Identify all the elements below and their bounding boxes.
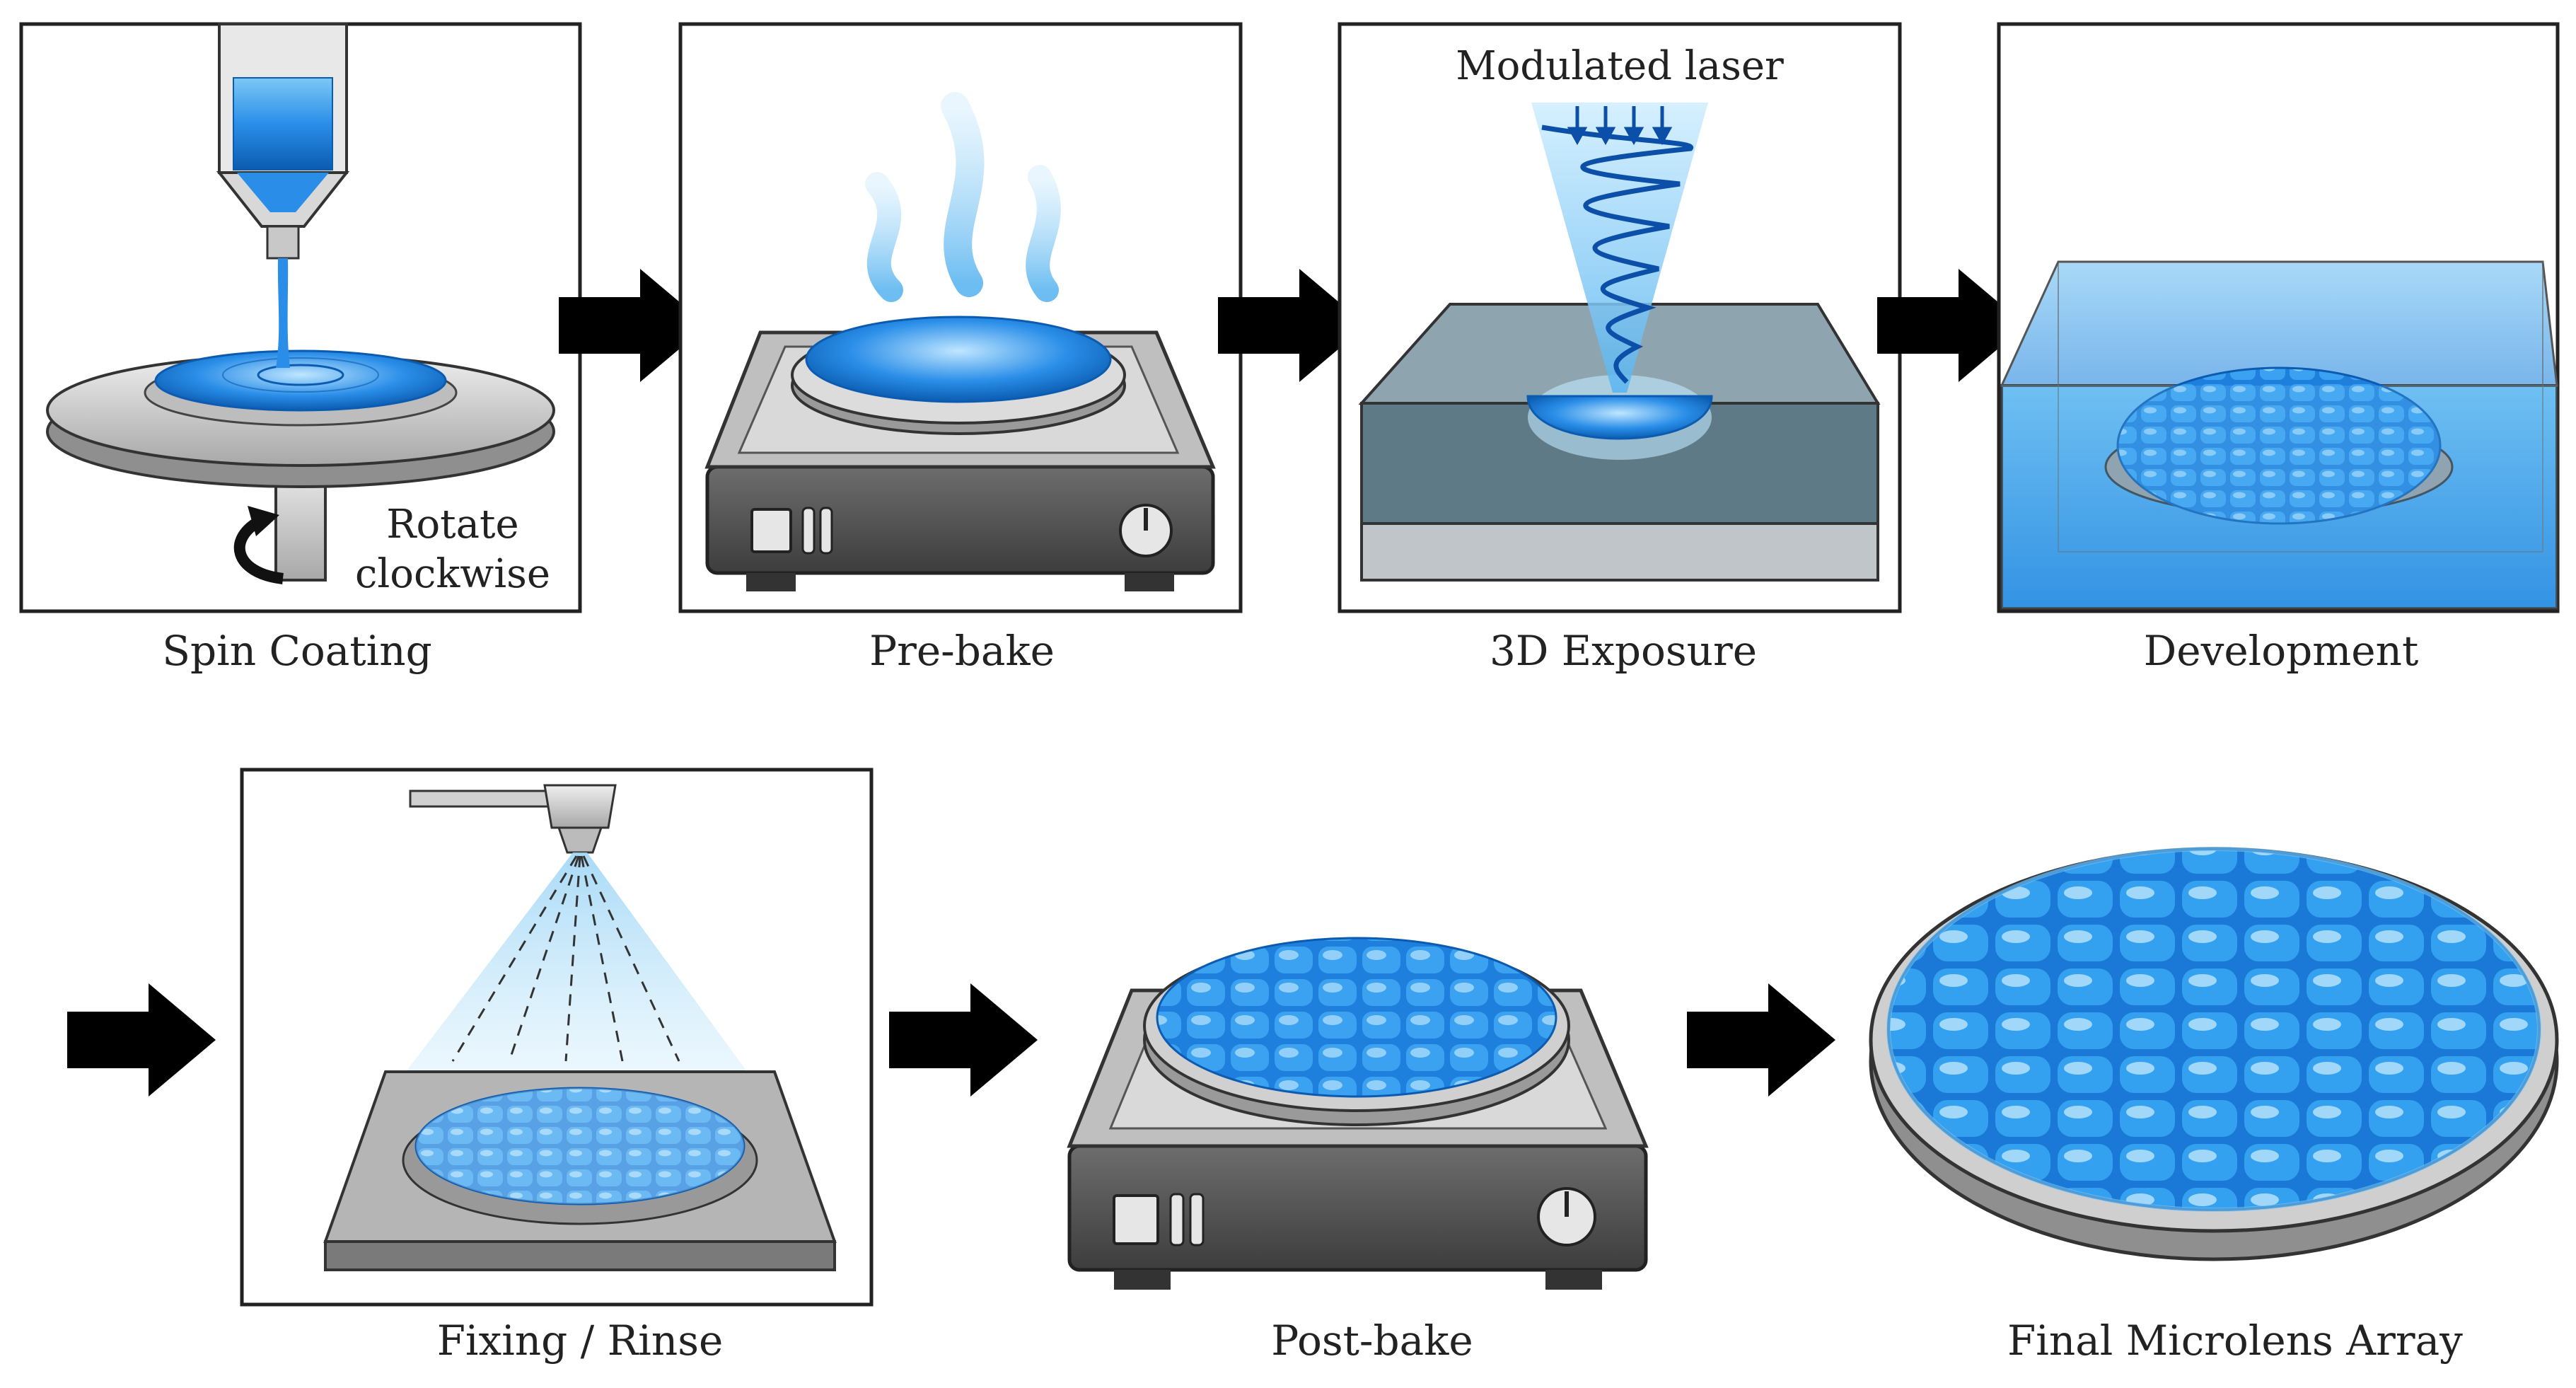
step-spin-coating: Rotate clockwise Spin Coating	[19, 22, 582, 675]
process-arrow-icon	[889, 983, 1038, 1097]
step-development: Development	[1997, 22, 2560, 675]
step-pre-bake: Pre-bake	[678, 22, 1243, 675]
step-post-bake: Post-bake	[1067, 937, 1649, 1365]
microlens-wafer-icon	[2116, 366, 2442, 525]
hotplate-icon	[704, 316, 1216, 591]
process-arrow-icon	[559, 269, 707, 382]
spin-chuck-icon	[46, 349, 555, 488]
annotation-clockwise: clockwise	[355, 551, 550, 597]
process-arrow-icon	[67, 983, 216, 1097]
caption-development: Development	[2144, 627, 2419, 675]
process-arrow-icon	[1218, 269, 1367, 382]
hotplate-icon	[1067, 937, 1649, 1290]
caption-fixing-rinse: Fixing / Rinse	[437, 1317, 724, 1365]
process-arrow-icon	[1687, 983, 1835, 1097]
resist-layer	[154, 349, 447, 412]
syringe-icon	[216, 23, 350, 368]
caption-spin-coating: Spin Coating	[162, 627, 431, 675]
exposed-voxel	[1526, 395, 1713, 440]
caption-pre-bake: Pre-bake	[869, 627, 1055, 675]
step-3d-exposure: Modulated laser 3D Exposure	[1338, 22, 1902, 675]
annotation-modulated-laser: Modulated laser	[1456, 43, 1784, 89]
microlens-wafer-icon	[414, 1087, 745, 1205]
step-final-microlens-array: Final Microlens Array	[1869, 847, 2559, 1365]
microlens-wafer-icon	[1887, 848, 2541, 1211]
resist-layer	[805, 316, 1112, 403]
developer-tank-icon	[2000, 260, 2558, 610]
process-arrow-icon	[1877, 269, 2026, 382]
rotation-arrow-icon	[233, 506, 284, 584]
laser-beam-icon	[1531, 103, 1708, 393]
annotation-rotate: Rotate	[386, 502, 518, 548]
caption-final-microlens-array: Final Microlens Array	[2007, 1317, 2463, 1365]
caption-post-bake: Post-bake	[1271, 1317, 1473, 1365]
microlens-wafer-icon	[1156, 937, 1557, 1098]
step-fixing-rinse: Fixing / Rinse	[240, 768, 874, 1365]
caption-3d-exposure: 3D Exposure	[1490, 627, 1757, 675]
spray-nozzle-icon	[403, 784, 750, 1075]
heat-waves-icon	[865, 92, 1061, 302]
